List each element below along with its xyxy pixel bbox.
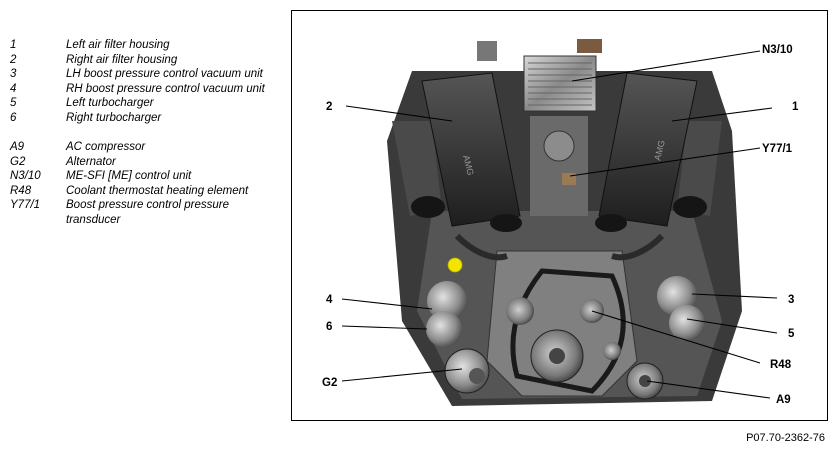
- legend-code: 1: [10, 39, 17, 51]
- callout-r48: R48: [770, 359, 792, 371]
- callout-4: 4: [326, 294, 333, 306]
- legend-desc: Right air filter housing: [66, 53, 178, 66]
- callout-2: 2: [326, 101, 332, 113]
- legend-desc: ME-SFI [ME] control unit: [66, 170, 192, 182]
- control-unit-fins: [528, 62, 592, 106]
- callout-6: 6: [326, 321, 332, 333]
- legend-desc: LH boost pressure control vacuum unit: [66, 68, 263, 80]
- legend-desc: Coolant thermostat heating element: [66, 184, 249, 197]
- control-unit-plug: [577, 39, 602, 53]
- legend-row: 3 LH boost pressure control vacuum unit: [10, 67, 280, 82]
- legend-code: R48: [10, 184, 32, 197]
- alternator-pulley: [469, 368, 485, 384]
- legend-desc: RH boost pressure control vacuum unit: [66, 82, 265, 95]
- legend-code: 3: [10, 68, 17, 80]
- figure-code: P07.70-2362-76: [746, 432, 825, 444]
- left-intake-pipe: [392, 121, 442, 216]
- legend-row: 2 Right air filter housing: [10, 53, 280, 68]
- legend-row: R48 Coolant thermostat heating element: [10, 184, 280, 199]
- legend-code: 5: [10, 97, 17, 109]
- amg-logo-right: AMG: [461, 154, 476, 176]
- legend-spacer: [10, 125, 280, 140]
- legend-code: 4: [10, 82, 17, 95]
- crank-pulley-hub: [549, 348, 565, 364]
- callout-3: 3: [788, 294, 794, 306]
- right-intake-opening: [673, 196, 707, 218]
- callout-n3-10: N3/10: [762, 44, 793, 56]
- callout-g2: G2: [322, 377, 337, 389]
- control-unit: [523, 55, 597, 112]
- legend-desc: Left air filter housing: [66, 39, 170, 51]
- legend-row: N3/10 ME-SFI [ME] control unit: [10, 169, 280, 184]
- legend-desc: Left turbocharger: [66, 97, 154, 109]
- left-air-filter-housing: [598, 72, 698, 227]
- legend-code: 2: [10, 53, 17, 66]
- left-intake-opening: [411, 196, 445, 218]
- engine-illustration: AMG AMG: [322, 39, 799, 406]
- tensioner-pulley: [603, 342, 621, 360]
- legend-code: N3/10: [10, 170, 41, 182]
- highlight-marker: [447, 257, 463, 273]
- turbo-right-upper: [427, 281, 467, 321]
- legend: 1 Left air filter housing 2 Right air filt…: [10, 38, 280, 227]
- legend-code: A9: [10, 141, 25, 153]
- legend-row: Y77/1 Boost pressure control pressure tra…: [10, 198, 280, 227]
- legend-row: 5 Left turbocharger: [10, 96, 280, 111]
- rear-component: [477, 41, 497, 61]
- filter-outlet-left: [595, 214, 627, 232]
- callout-5: 5: [788, 328, 795, 340]
- legend-row: 4 RH boost pressure control vacuum unit: [10, 82, 280, 97]
- leader-lines: [341, 50, 778, 399]
- legend-desc: Right turbocharger: [66, 111, 162, 124]
- legend-code: 6: [10, 111, 17, 124]
- throttle-body: [543, 130, 575, 162]
- callout-y77-1: Y77/1: [762, 143, 793, 155]
- turbo-right-lower: [426, 311, 462, 347]
- legend-row: 1 Left air filter housing: [10, 38, 280, 53]
- legend-row: 6 Right turbocharger: [10, 111, 280, 126]
- legend-row: A9 AC compressor: [10, 140, 280, 155]
- amg-logo-left: AMG: [652, 139, 667, 161]
- legend-code: Y77/1: [10, 199, 41, 211]
- y77-transducer: [562, 173, 576, 185]
- legend-code: G2: [10, 155, 26, 168]
- legend-desc: AC compressor: [66, 141, 146, 153]
- hose: [611, 233, 665, 261]
- legend-desc: Alternator: [66, 155, 116, 168]
- engine-figure-frame: AMG AMG: [291, 10, 828, 421]
- right-intake-pipe: [677, 121, 722, 216]
- legend-desc: Boost pressure control pressure transduc…: [66, 199, 229, 226]
- water-pump-pulley: [506, 297, 534, 325]
- turbo-left-lower: [669, 305, 705, 341]
- right-air-filter-housing: [421, 72, 521, 227]
- ac-compressor-hub: [639, 375, 651, 387]
- filter-outlet-right: [490, 214, 522, 232]
- callout-a9: A9: [776, 394, 791, 406]
- callout-1: 1: [792, 101, 799, 113]
- legend-row: G2 Alternator: [10, 155, 280, 170]
- hose: [454, 233, 508, 261]
